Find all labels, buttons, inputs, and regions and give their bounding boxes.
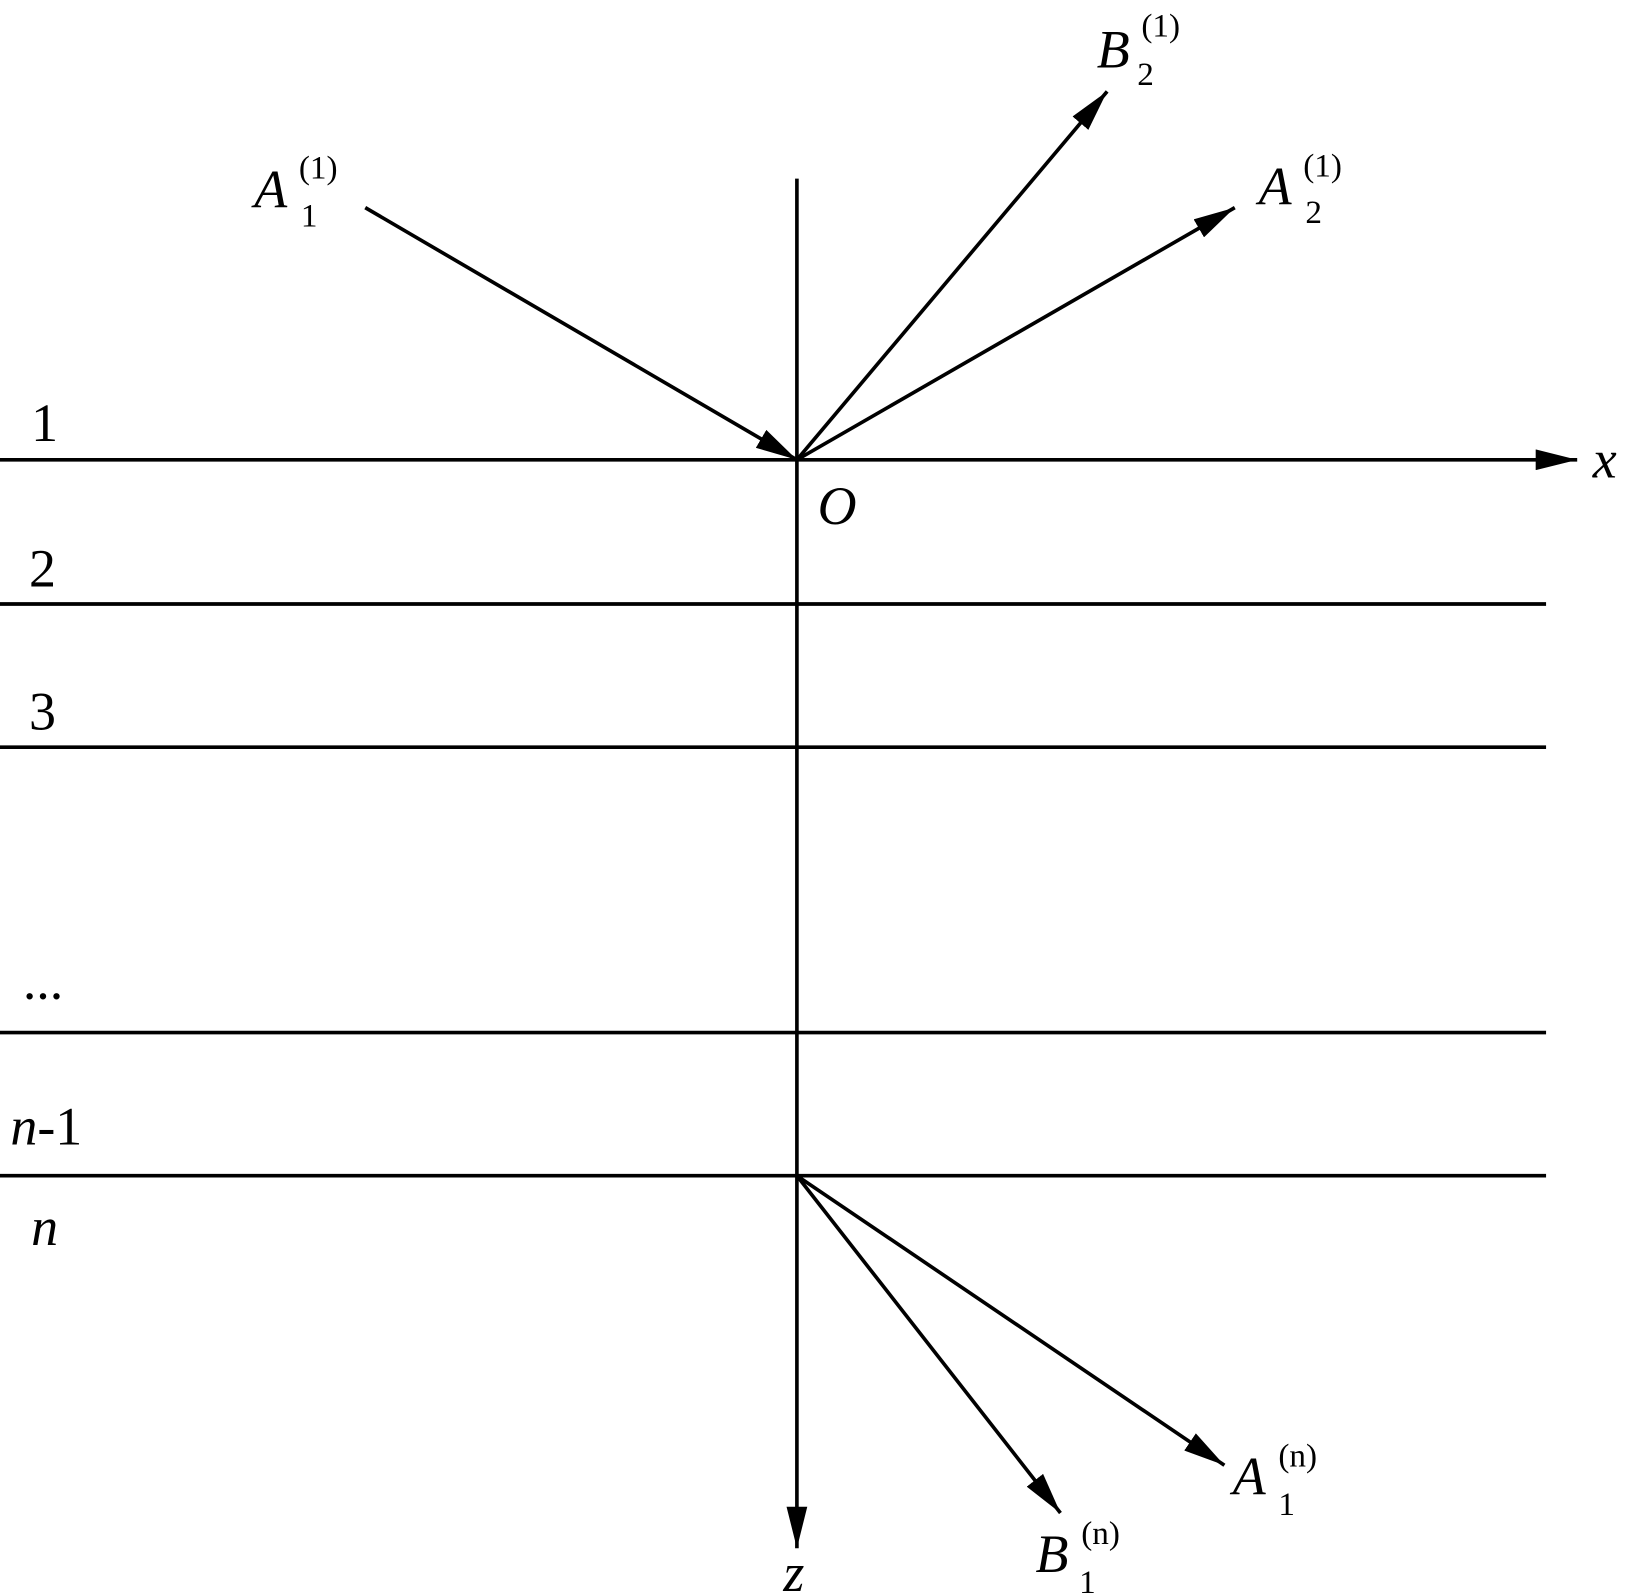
svg-text:2: 2 [1305,194,1322,231]
layer-label: 3 [29,682,56,742]
incident-wave-label: A 1 (1) [251,150,337,235]
layer-label: n [31,1197,58,1257]
svg-text:1: 1 [301,197,318,234]
reflected-b-label: B 2 (1) [1097,7,1180,93]
svg-text:(n): (n) [1081,1515,1120,1552]
svg-text:(1): (1) [299,150,338,187]
layer-label: ... [23,950,63,1010]
z-axis-label: z [782,1543,804,1594]
transmitted-b-label: B 1 (n) [1036,1515,1120,1594]
transmitted-a-arrow [795,1174,1226,1467]
reflected-a-label: A 2 (1) [1256,147,1342,231]
svg-text:B: B [1036,1524,1069,1584]
reflected-a-arrow [795,206,1236,462]
origin-label: O [818,476,857,536]
reflected-b-arrow [795,90,1109,461]
svg-text:B: B [1097,20,1130,80]
incident-wave-arrow [364,206,798,462]
svg-text:1: 1 [1079,1564,1096,1594]
layer-label: 1 [31,393,58,453]
svg-text:A: A [251,160,288,220]
svg-text:(1): (1) [1303,147,1342,184]
svg-text:A: A [1230,1446,1267,1506]
svg-text:(1): (1) [1141,7,1180,44]
layer-label: n-1 [10,1097,82,1157]
transmitted-a-label: A 1 (n) [1230,1437,1317,1523]
layer-label: 2 [29,538,56,598]
transmitted-b-arrow [795,1174,1062,1515]
svg-text:1: 1 [1278,1486,1295,1523]
svg-text:A: A [1256,157,1293,217]
svg-text:(n): (n) [1278,1437,1317,1474]
svg-text:2: 2 [1137,56,1154,93]
x-axis-label: x [1592,429,1617,489]
